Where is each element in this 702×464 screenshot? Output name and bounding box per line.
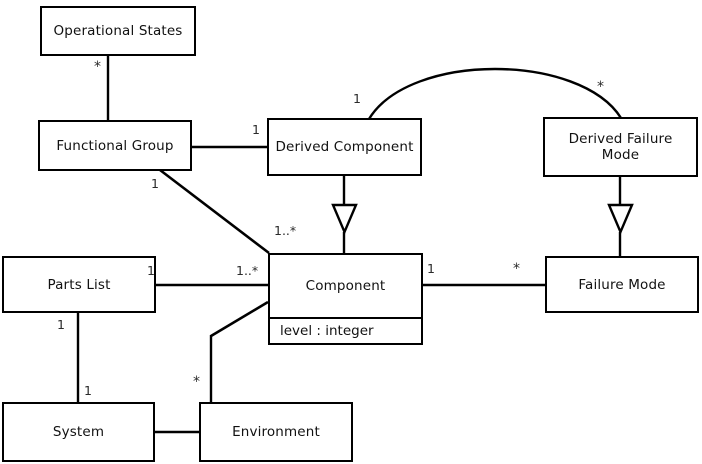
class-box-derived-failure-mode[interactable]: Derived Failure Mode	[543, 117, 698, 177]
class-name-derived-component: Derived Component	[275, 139, 414, 155]
multiplicity-functional-group-derived-component: 1	[252, 122, 260, 137]
class-name-failure-mode: Failure Mode	[578, 276, 666, 293]
multiplicity-component-environment: *	[193, 374, 200, 390]
class-box-derived-component[interactable]: Derived Component	[267, 118, 422, 176]
generalization-triangle-icon-component	[331, 203, 358, 236]
class-name-component: Component	[305, 278, 386, 294]
class-box-component[interactable]: Component level : integer	[268, 253, 423, 345]
multiplicity-derived-failure-mode-arc: *	[597, 79, 604, 95]
class-box-functional-group[interactable]: Functional Group	[38, 120, 192, 171]
multiplicity-parts-list-component-source: 1	[147, 263, 155, 278]
class-box-parts-list[interactable]: Parts List	[2, 256, 156, 313]
multiplicity-parts-list-system-source: 1	[57, 317, 65, 332]
class-name-operational-states: Operational States	[53, 23, 183, 39]
multiplicity-operational-states-functional-group: *	[94, 59, 101, 75]
class-name-environment: Environment	[232, 424, 320, 440]
multiplicity-parts-list-component-target: 1..*	[236, 263, 259, 278]
class-box-environment[interactable]: Environment	[199, 402, 353, 462]
multiplicity-derived-component-arc: 1	[353, 91, 361, 106]
class-name-derived-failure-mode: Derived Failure Mode	[568, 131, 673, 163]
class-attribute-component-level: level : integer	[270, 317, 421, 343]
class-name-system: System	[52, 424, 105, 440]
class-box-operational-states[interactable]: Operational States	[40, 6, 196, 56]
multiplicity-functional-group-component-target: 1..*	[274, 223, 297, 238]
edge-component-environment-diagonal	[210, 300, 269, 338]
multiplicity-parts-list-system-target: 1	[84, 383, 92, 398]
class-name-parts-list: Parts List	[47, 276, 111, 293]
edge-functional-group-component	[159, 168, 270, 255]
edge-derived-component-derived-failure-mode-arc	[367, 67, 623, 120]
generalization-triangle-icon-failure-mode	[607, 203, 634, 236]
class-box-failure-mode[interactable]: Failure Mode	[545, 256, 699, 313]
class-box-system[interactable]: System	[2, 402, 155, 462]
multiplicity-functional-group-component-source: 1	[151, 176, 159, 191]
class-name-functional-group: Functional Group	[56, 137, 174, 154]
multiplicity-component-failure-mode-target: *	[513, 261, 520, 277]
multiplicity-component-failure-mode-source: 1	[427, 261, 435, 276]
